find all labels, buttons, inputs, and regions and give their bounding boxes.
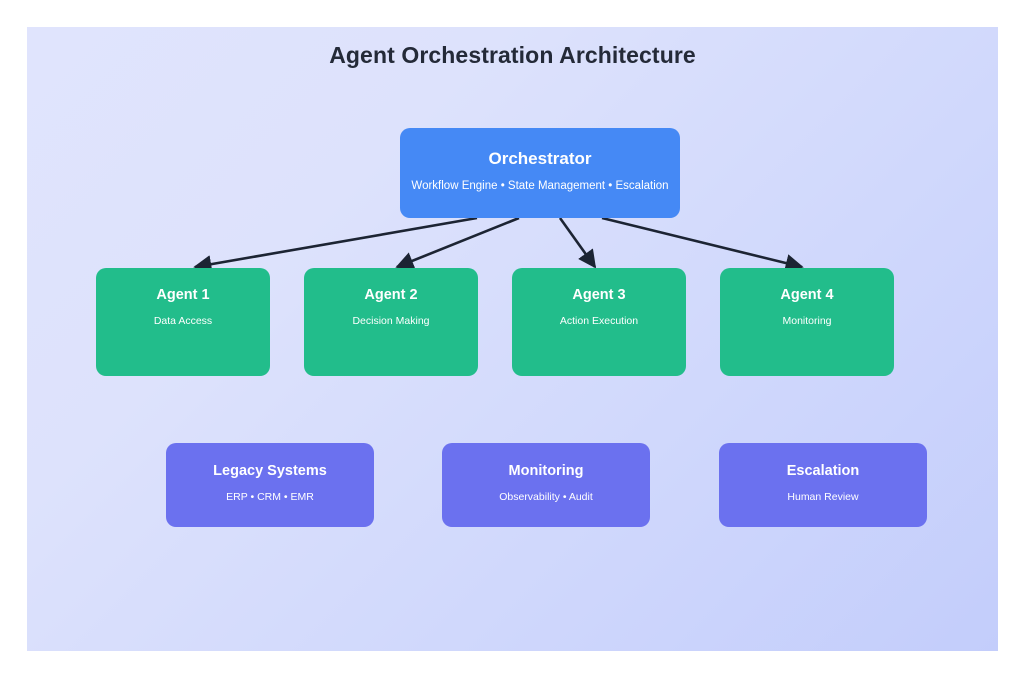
node-legacy-systems-title: Legacy Systems xyxy=(213,463,327,479)
node-escalation-title: Escalation xyxy=(786,463,860,479)
node-agent-1-subtitle: Data Access xyxy=(153,314,213,327)
node-agent-3[interactable]: Agent 3 Action Execution xyxy=(512,268,686,376)
node-legacy-systems-subtitle: ERP • CRM • EMR xyxy=(226,490,314,503)
node-agent-4-subtitle: Monitoring xyxy=(782,314,832,327)
node-agent-1-title: Agent 1 xyxy=(156,287,210,303)
node-agent-2[interactable]: Agent 2 Decision Making xyxy=(304,268,478,376)
node-orchestrator-title: Orchestrator xyxy=(488,149,592,168)
node-legacy-systems[interactable]: Legacy Systems ERP • CRM • EMR xyxy=(166,443,374,527)
node-escalation[interactable]: Escalation Human Review xyxy=(719,443,927,527)
diagram-title: Agent Orchestration Architecture xyxy=(329,42,696,68)
diagram-canvas: Agent Orchestration Architecture Orchest… xyxy=(27,27,998,651)
node-agent-2-subtitle: Decision Making xyxy=(352,314,430,327)
node-agent-1[interactable]: Agent 1 Data Access xyxy=(96,268,270,376)
node-monitoring[interactable]: Monitoring Observability • Audit xyxy=(442,443,650,527)
node-agent-4-title: Agent 4 xyxy=(780,287,834,303)
connector-orchestrator-agent-3 xyxy=(558,217,597,269)
node-agent-3-title: Agent 3 xyxy=(572,287,626,303)
node-escalation-subtitle: Human Review xyxy=(787,490,859,503)
node-agent-2-title: Agent 2 xyxy=(364,287,418,303)
node-monitoring-subtitle: Observability • Audit xyxy=(499,490,593,503)
node-monitoring-title: Monitoring xyxy=(508,463,584,479)
node-orchestrator[interactable]: Orchestrator Workflow Engine • State Man… xyxy=(400,128,680,218)
connector-orchestrator-agent-2 xyxy=(395,216,520,270)
node-agent-4[interactable]: Agent 4 Monitoring xyxy=(720,268,894,376)
connector-orchestrator-agent-4 xyxy=(601,216,804,272)
node-agent-3-subtitle: Action Execution xyxy=(559,314,639,327)
connector-orchestrator-agent-1 xyxy=(193,216,478,274)
node-orchestrator-subtitle: Workflow Engine • State Management • Esc… xyxy=(411,179,669,192)
